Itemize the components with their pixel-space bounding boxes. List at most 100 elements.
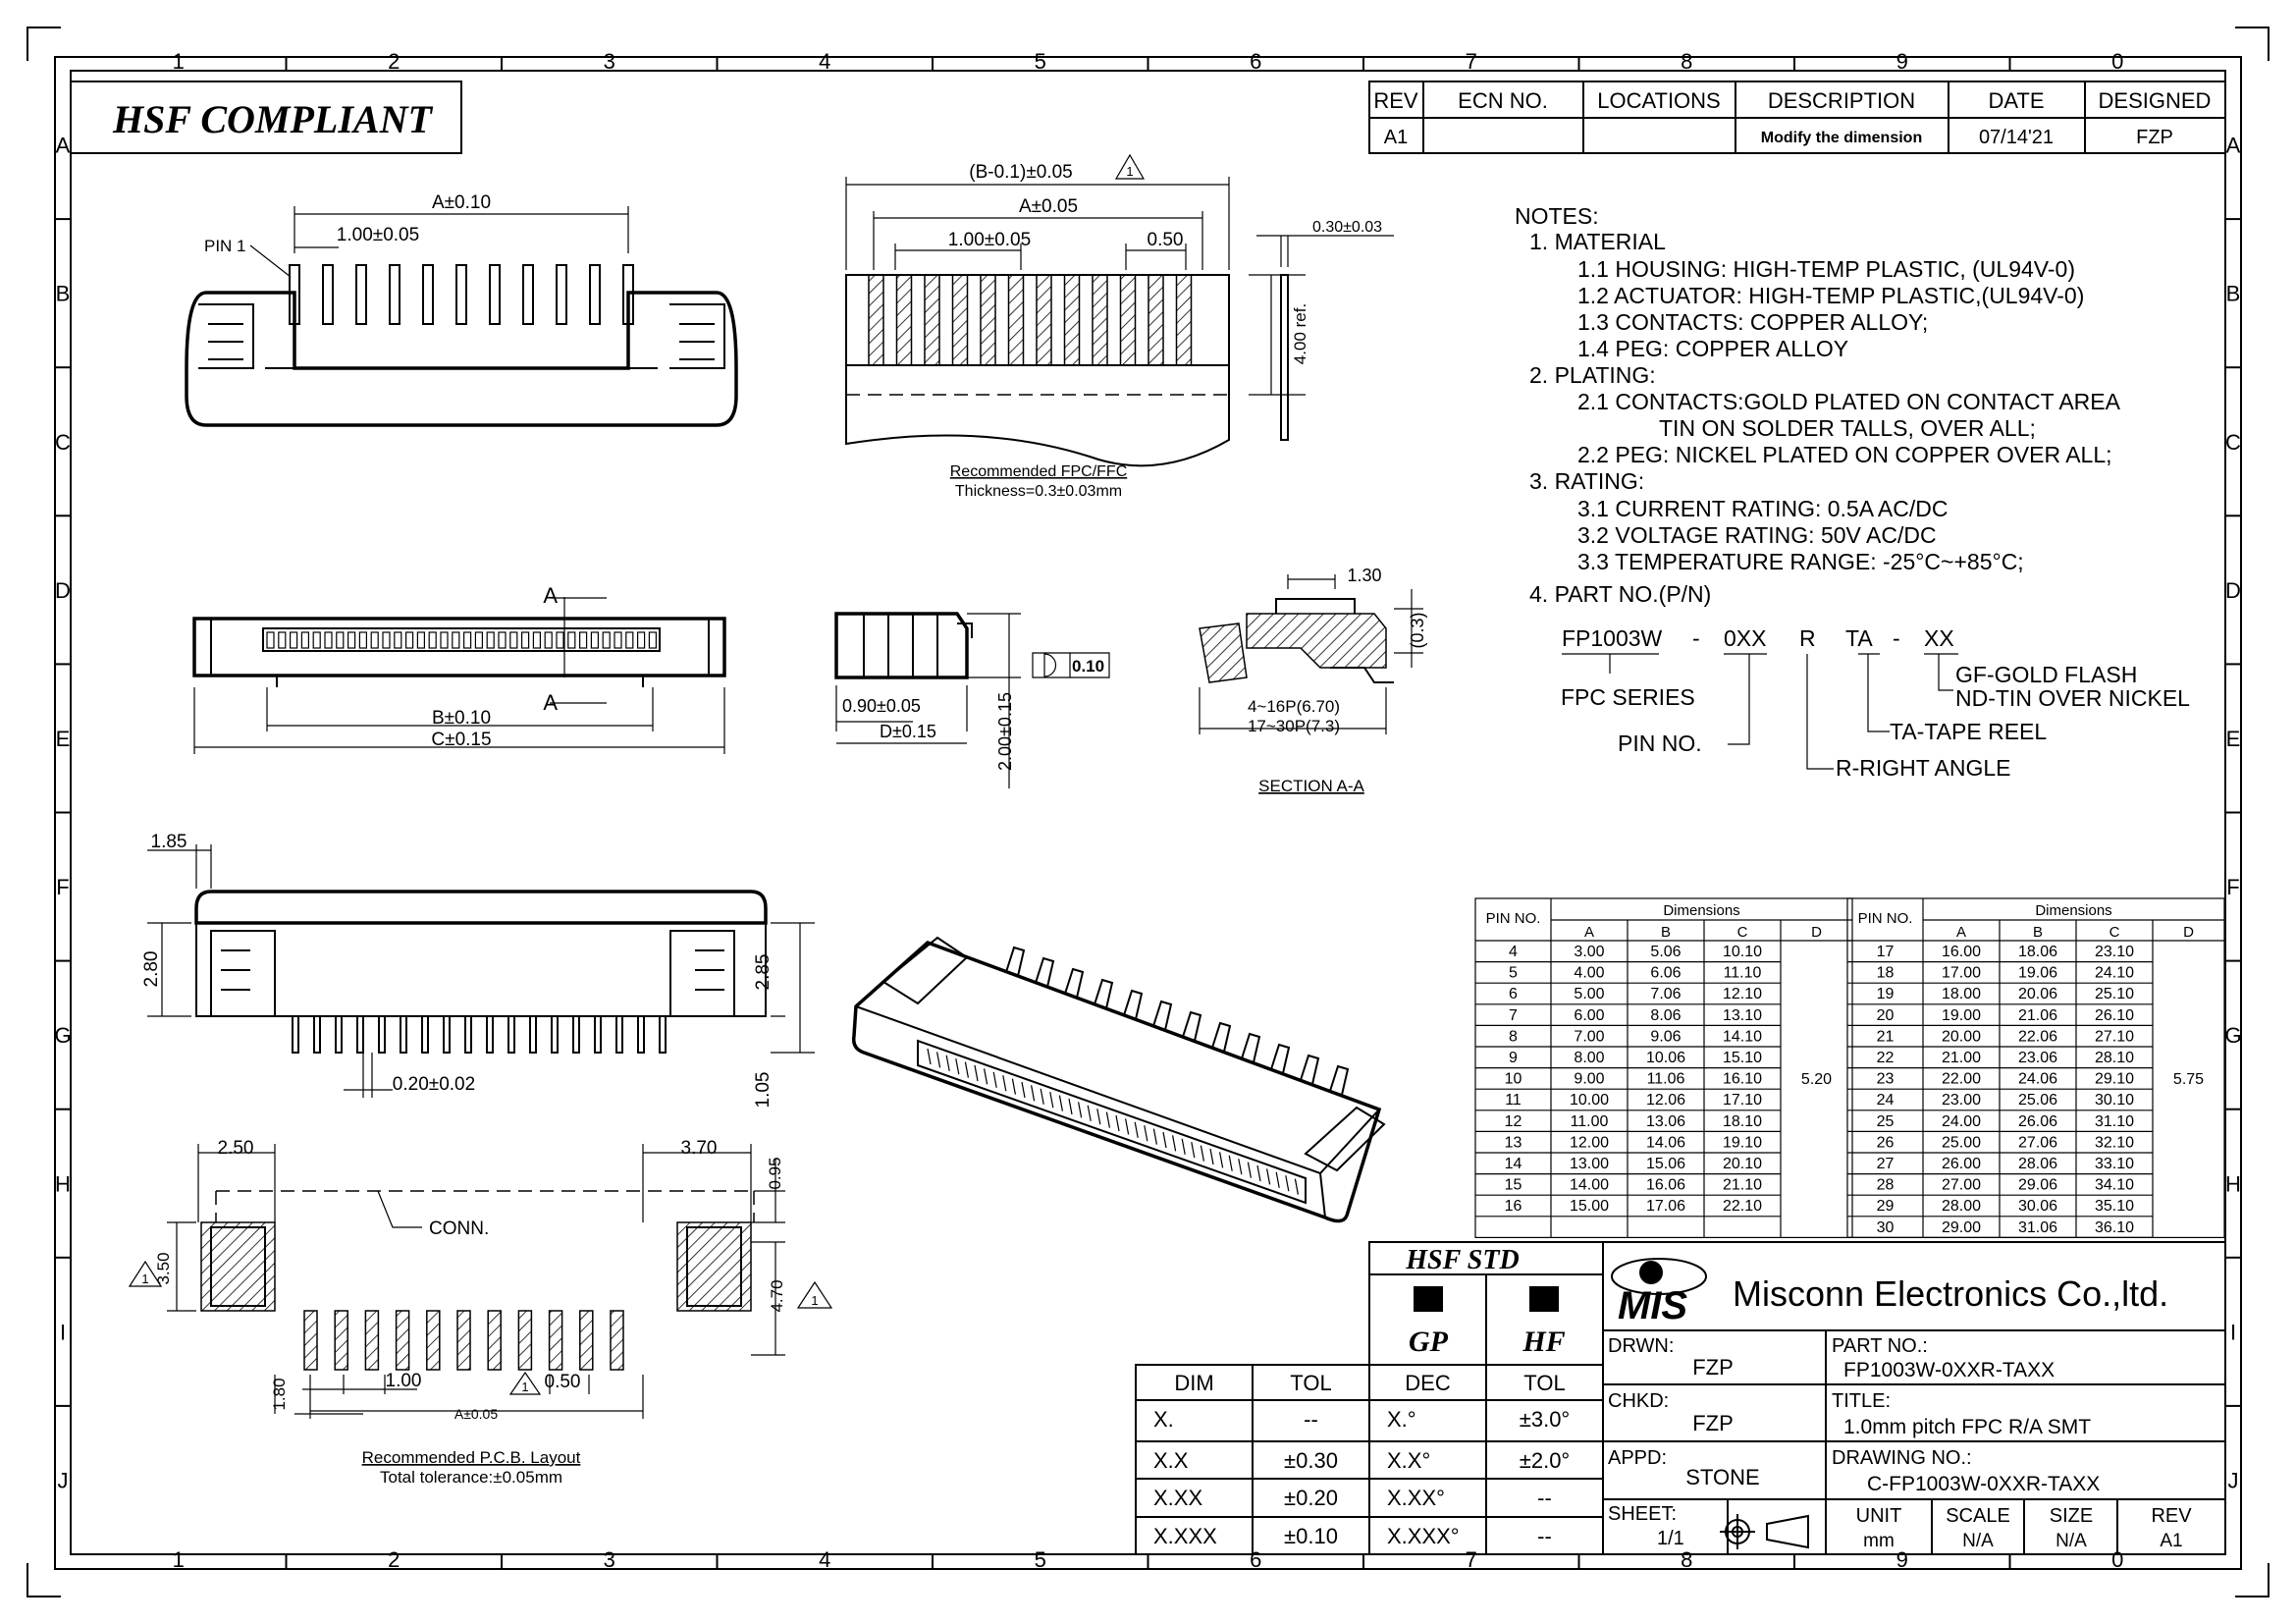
right-table-cell: 18.06 <box>2018 944 2057 960</box>
iso-slot-tooth <box>1058 1095 1063 1111</box>
fpc-note-1: Recommended FPC/FFC <box>950 463 1128 480</box>
company-name: Misconn Electronics Co.,ltd. <box>1733 1273 2168 1314</box>
iso-pin <box>1152 1000 1173 1031</box>
drawing-no-value: C-FP1003W-0XXR-TAXX <box>1867 1473 2100 1495</box>
front-contact <box>428 631 437 649</box>
front-contact <box>382 631 391 649</box>
note-1-4: 1.4 PEG: COPPER ALLOY <box>1577 336 1848 361</box>
pcb-pad <box>548 1310 563 1371</box>
pcb-pad <box>364 1310 380 1371</box>
note-2-1b: TIN ON SOLDER TALLS, OVER ALL; <box>1659 415 2036 441</box>
iso-pin <box>1329 1064 1350 1096</box>
grid-row-right: B <box>2226 282 2241 306</box>
rear-pin <box>659 1015 667 1054</box>
dim-rear-pin-width: 0.20±0.02 <box>393 1074 475 1095</box>
top-pin <box>622 264 634 325</box>
iso-slot-tooth <box>1285 1175 1290 1192</box>
left-table-cell: 17.10 <box>1723 1092 1762 1109</box>
dim-top-a: A±0.10 <box>432 192 491 213</box>
grid-col-bottom: 6 <box>1250 1547 1261 1572</box>
dim-sec-pins-1: 4~16P(6.70) <box>1248 697 1340 716</box>
left-d-value: 5.20 <box>1801 1071 1832 1088</box>
right-table-cell: 27 <box>1877 1156 1895 1172</box>
right-col-header: D <box>2183 924 2194 941</box>
right-table-cell: 23 <box>1877 1071 1895 1088</box>
left-table-cell: 13.10 <box>1723 1007 1762 1024</box>
fpc-strip <box>1175 274 1193 366</box>
tol-cell: X.X <box>1153 1448 1189 1473</box>
left-table-cell: 14.06 <box>1646 1134 1685 1151</box>
part-no-value: FP1003W-0XXR-TAXX <box>1843 1359 2055 1381</box>
front-contact <box>474 631 483 649</box>
pcb-pad <box>426 1310 441 1371</box>
iso-slot-tooth <box>974 1064 979 1082</box>
description-value: Modify the dimension <box>1761 130 1922 146</box>
left-col-header: C <box>1737 924 1748 941</box>
right-table-cell: 32.10 <box>2095 1134 2134 1151</box>
grid-col-bottom: 8 <box>1681 1547 1692 1572</box>
dim-pcb-pitch: 1.00 <box>386 1371 422 1391</box>
right-table-cell: 27.00 <box>1942 1177 1981 1194</box>
grid-row-right: I <box>2230 1320 2236 1344</box>
right-table-cell: 17 <box>1877 944 1895 960</box>
front-contact <box>520 631 530 649</box>
appd-label: APPD: <box>1608 1447 1667 1469</box>
tol-cell: ±0.10 <box>1284 1524 1338 1548</box>
dim-fpc-050: 0.50 <box>1148 230 1184 250</box>
top-pin <box>455 264 467 325</box>
right-table-cell: 16.00 <box>1942 944 1981 960</box>
iso-slot-tooth <box>1087 1105 1092 1121</box>
fpc-series-label: FPC SERIES <box>1561 684 1695 710</box>
iso-slot-tooth <box>927 1048 932 1065</box>
title-value: 1.0mm pitch FPC R/A SMT <box>1843 1416 2091 1438</box>
rear-pin <box>443 1015 451 1054</box>
grid-row-left: E <box>56 727 71 751</box>
tol-header: TOL <box>1523 1371 1565 1395</box>
front-contact <box>625 631 634 649</box>
front-contact <box>556 631 564 649</box>
dim-fpc-a: A±0.05 <box>1019 196 1078 217</box>
rear-pin <box>356 1015 364 1054</box>
grid-col-bottom: 3 <box>604 1547 615 1572</box>
right-table-cell: 24.10 <box>2095 965 2134 982</box>
left-table-cell: 4 <box>1509 944 1518 960</box>
pn-angle-code: R <box>1799 625 1816 651</box>
right-table-cell: 30.06 <box>2018 1198 2057 1215</box>
left-table-cell: 6.06 <box>1650 965 1681 982</box>
tape-reel-label: TA-TAPE REEL <box>1890 719 2047 744</box>
front-contact <box>324 631 333 649</box>
iso-slot-tooth <box>1134 1121 1139 1138</box>
left-table-cell: 8.06 <box>1650 1007 1681 1024</box>
iso-slot-tooth <box>1191 1142 1196 1159</box>
scale-value: N/A <box>1962 1531 1994 1551</box>
top-pin <box>355 264 367 325</box>
iso-slot-tooth <box>1172 1135 1177 1152</box>
part-number-key: FP1003W - 0XX R TA - XX FPC SERIES PIN N… <box>1561 625 2190 781</box>
right-table-cell: 17.00 <box>1942 965 1981 982</box>
iso-pin <box>1211 1021 1232 1053</box>
iso-slot-tooth <box>1011 1078 1016 1095</box>
right-table-cell: 28 <box>1877 1177 1895 1194</box>
grid-col-bottom: 1 <box>173 1547 185 1572</box>
left-table-cell: 12 <box>1505 1113 1522 1130</box>
drwn-value: FZP <box>1692 1355 1734 1380</box>
front-contact <box>290 631 298 649</box>
left-table-cell: 10.00 <box>1570 1092 1609 1109</box>
chkd-label: CHKD: <box>1608 1390 1669 1412</box>
pcb-pad <box>610 1310 624 1371</box>
rear-pin <box>637 1015 645 1054</box>
dim-front-c: C±0.15 <box>431 730 491 750</box>
fpc-strip <box>1119 274 1137 366</box>
right-table-cell: 29.06 <box>2018 1177 2057 1194</box>
iso-slot-tooth <box>1152 1128 1157 1145</box>
company-logo: MIS <box>1611 1258 1707 1327</box>
right-table-cell: 19.06 <box>2018 965 2057 982</box>
gold-flash-label: GF-GOLD FLASH <box>1955 662 2137 687</box>
right-table-cell: 18 <box>1877 965 1895 982</box>
iso-pin <box>1270 1043 1291 1074</box>
right-table-cell: 27.06 <box>2018 1134 2057 1151</box>
left-table-cell: 11.06 <box>1647 1071 1685 1088</box>
front-contact <box>636 631 646 649</box>
iso-pin <box>1182 1010 1202 1042</box>
